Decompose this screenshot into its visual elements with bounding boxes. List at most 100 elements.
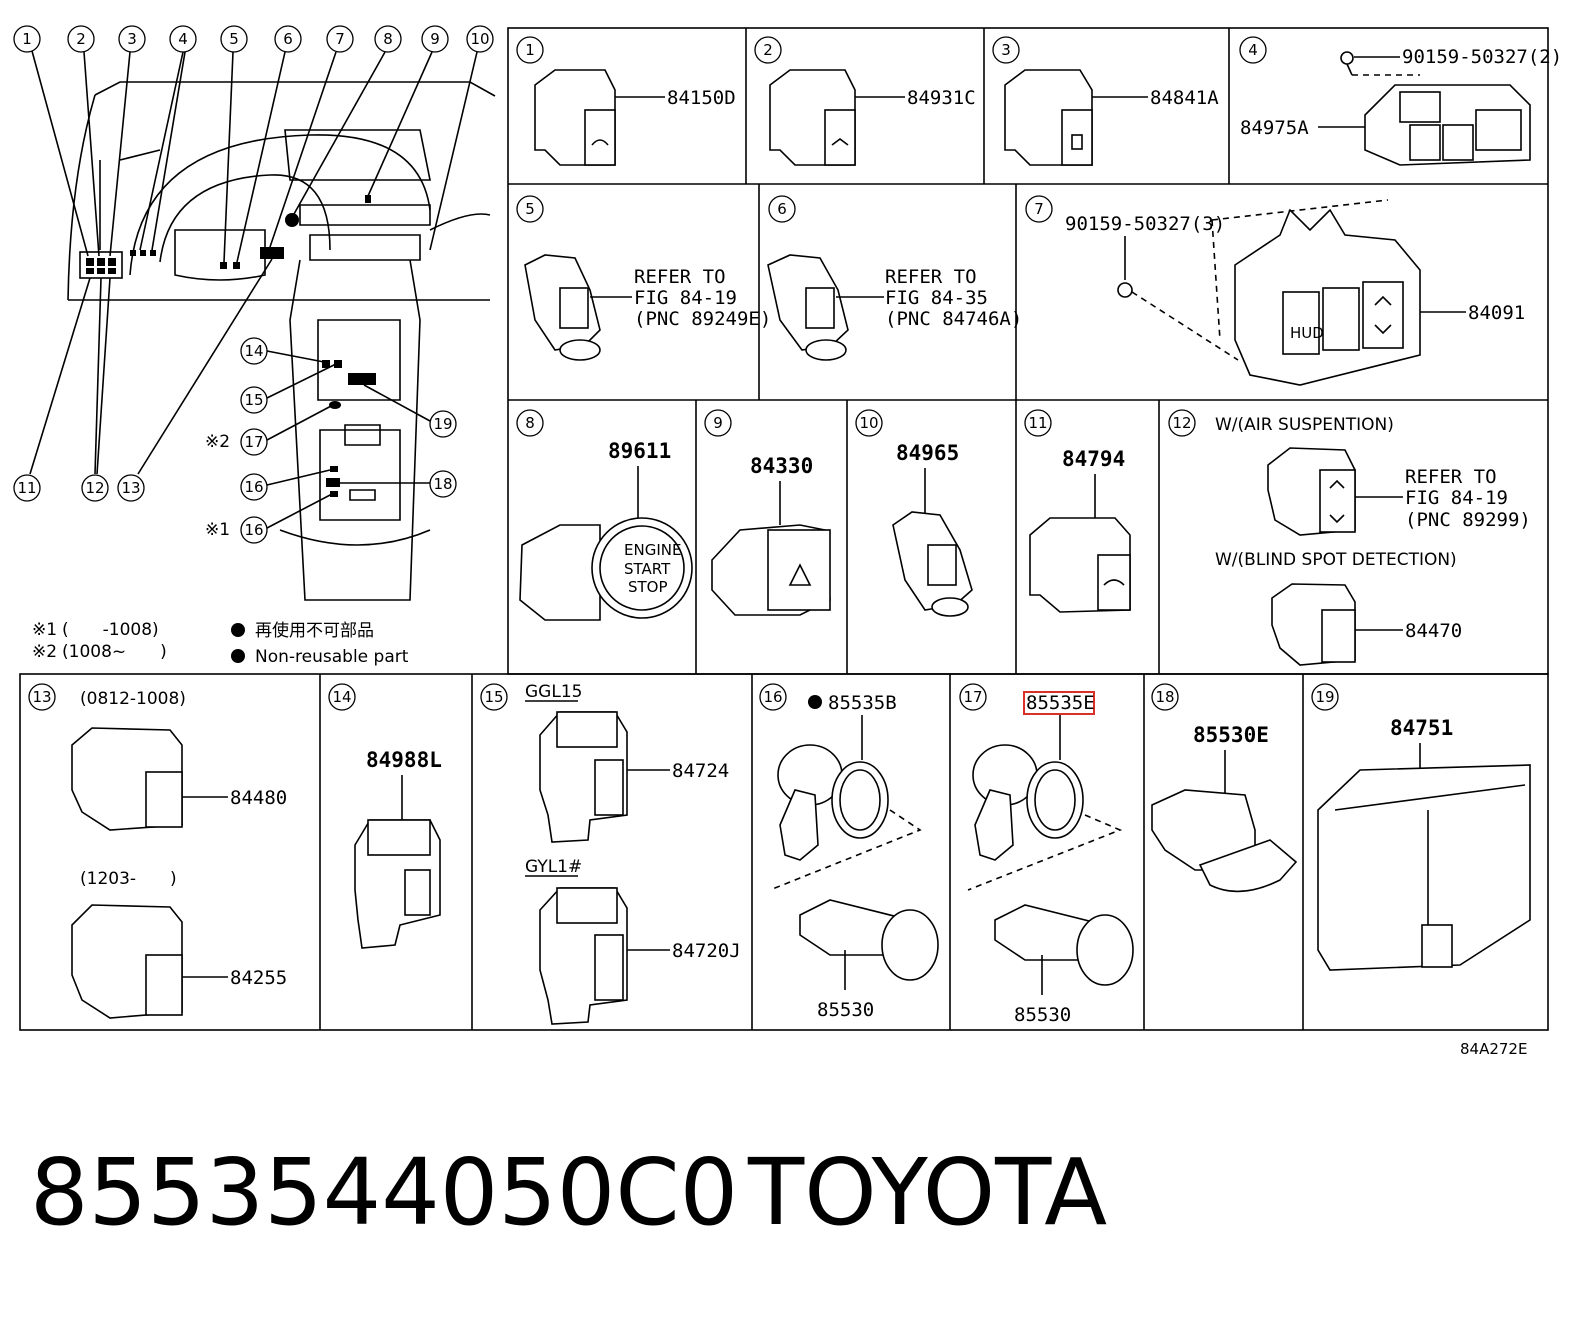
- callout-11-label: 11: [17, 479, 36, 497]
- callout-3-label: 3: [127, 30, 137, 48]
- callout-16b[interactable]: [240, 516, 268, 544]
- callout-10[interactable]: [466, 25, 494, 53]
- legend-jp: 再使用不可部品: [255, 620, 374, 641]
- cell-10[interactable]: 10 84965: [855, 409, 973, 617]
- caption: 8553544050C0 TOYOTA: [30, 1139, 1107, 1246]
- note2-text: (1008~ ): [62, 642, 167, 662]
- dashboard-drawing: [67, 81, 496, 601]
- start-stop-button-drawing: [591, 517, 693, 619]
- bolt-90159-50327-2[interactable]: 90159-50327(2): [1402, 46, 1562, 68]
- cell-11[interactable]: 11 84794: [1024, 409, 1131, 613]
- callout-9[interactable]: [421, 25, 449, 53]
- part-84150D[interactable]: 84150D: [667, 87, 736, 109]
- callout-16b-label: 16: [244, 521, 263, 539]
- callout-11[interactable]: [13, 474, 41, 502]
- part-84841A[interactable]: 84841A: [1150, 87, 1219, 109]
- cell-15[interactable]: 15 GGL15 84724 GYL1# 84720J: [480, 682, 741, 1025]
- callout-8[interactable]: [374, 25, 402, 53]
- callout-7[interactable]: [326, 25, 354, 53]
- cell-7[interactable]: 7 90159-50327(3) HUD 84091: [1025, 195, 1525, 386]
- part-84965[interactable]: 84965: [896, 441, 959, 465]
- callout-2[interactable]: [67, 25, 95, 53]
- part-84470[interactable]: 84470: [1405, 620, 1462, 642]
- part-84480[interactable]: 84480: [230, 787, 287, 809]
- part-84988L[interactable]: 84988L: [366, 748, 442, 772]
- cell-9[interactable]: 9 84330: [704, 409, 831, 616]
- cell-6[interactable]: 6 REFER TO FIG 84-35 (PNC 84746A): [767, 195, 1022, 361]
- cell-3[interactable]: 3 84841A: [992, 36, 1219, 166]
- callout-5[interactable]: [220, 25, 248, 53]
- callout-6[interactable]: [274, 25, 302, 53]
- overview-top-callouts: 1 2 3 4 5 6 7 8 9 10: [13, 25, 494, 53]
- callout-3[interactable]: [118, 25, 146, 53]
- hud-button-label: HUD: [1290, 324, 1324, 342]
- callout-19-label: 19: [433, 415, 452, 433]
- part-84255[interactable]: 84255: [230, 967, 287, 989]
- legend-en: Non-reusable part: [255, 647, 409, 667]
- part-84794[interactable]: 84794: [1062, 447, 1125, 471]
- cell-4[interactable]: 4 90159-50327(2) 84975A: [1239, 36, 1562, 166]
- cell-16[interactable]: 16 85535B 85530: [759, 683, 939, 1021]
- bolt-icon: [1340, 51, 1354, 65]
- part-84931C[interactable]: 84931C: [907, 87, 976, 109]
- callout-18[interactable]: [429, 470, 457, 498]
- part-84751[interactable]: 84751: [1390, 716, 1453, 740]
- figure-code: 84A272E: [1460, 1040, 1527, 1058]
- cell-2[interactable]: 2 84931C: [754, 36, 976, 166]
- callout-1[interactable]: [13, 25, 41, 53]
- cell-12[interactable]: 12 W/(AIR SUSPENTION) REFER TO FIG 84-19…: [1168, 409, 1531, 666]
- cell-8-number: [516, 409, 544, 437]
- callout-17[interactable]: [240, 428, 268, 456]
- cell-1[interactable]: 1 84150D: [516, 36, 736, 166]
- overview-leaders: [31, 50, 478, 263]
- part-85535E[interactable]: 85535E: [1026, 692, 1095, 714]
- note2-mark-overview: ※2: [205, 432, 230, 452]
- callout-16a[interactable]: [240, 473, 268, 501]
- callout-16a-label: 16: [244, 478, 263, 496]
- non-reusable-dot-icon: [808, 695, 822, 709]
- cell-10-number: [855, 409, 883, 437]
- cell-19[interactable]: 19 84751: [1311, 683, 1531, 971]
- cell-18[interactable]: 18 85530E: [1151, 683, 1298, 893]
- cell-12-ref-line2[interactable]: FIG 84-19: [1405, 487, 1508, 509]
- cell-5-ref-line2[interactable]: FIG 84-19: [634, 287, 737, 309]
- callout-19[interactable]: [429, 410, 457, 438]
- part-85530-b[interactable]: 85530: [1014, 1004, 1071, 1026]
- cell-7-number-label: 7: [1034, 200, 1044, 218]
- cell-1-number: [516, 36, 544, 64]
- note1-text: ( -1008): [62, 620, 159, 640]
- cell-3-number: [992, 36, 1020, 64]
- cell-17[interactable]: 17 85535E 85530: [959, 683, 1134, 1026]
- cell-8[interactable]: 8 89611 ENGINE START STOP: [516, 409, 693, 621]
- cell-5[interactable]: 5 REFER TO FIG 84-19 (PNC 89249E): [516, 195, 771, 361]
- part-84975A[interactable]: 84975A: [1240, 117, 1309, 139]
- cell-5-number-label: 5: [525, 200, 535, 218]
- cell-14[interactable]: 14 84988L: [328, 683, 442, 949]
- highlight-box: [1023, 691, 1095, 715]
- cell-15-model1: GGL15: [525, 682, 582, 702]
- part-85530E[interactable]: 85530E: [1193, 723, 1269, 747]
- bolt-90159-50327-3[interactable]: 90159-50327(3): [1065, 213, 1225, 235]
- cell-13[interactable]: 13 (0812-1008) 84480 (1203- ) 84255: [28, 683, 287, 1019]
- part-84724[interactable]: 84724: [672, 760, 729, 782]
- callout-18-label: 18: [433, 475, 452, 493]
- cell-13-range1: (0812-1008): [80, 689, 186, 709]
- stop-label: STOP: [628, 578, 668, 596]
- note2-mark: ※2: [32, 642, 57, 662]
- part-84330[interactable]: 84330: [750, 454, 813, 478]
- cell-6-ref-line2[interactable]: FIG 84-35: [885, 287, 988, 309]
- callout-15[interactable]: [240, 386, 268, 414]
- callout-12[interactable]: [81, 474, 109, 502]
- callout-13[interactable]: [117, 474, 145, 502]
- caption-part-number[interactable]: 8553544050C0: [30, 1139, 738, 1246]
- part-84720J[interactable]: 84720J: [672, 940, 741, 962]
- part-85530-a[interactable]: 85530: [817, 999, 874, 1021]
- part-84091[interactable]: 84091: [1468, 302, 1525, 324]
- callout-15-label: 15: [244, 391, 263, 409]
- callout-17-label: 17: [244, 433, 263, 451]
- cell-6-number-label: 6: [777, 200, 787, 218]
- part-89611[interactable]: 89611: [608, 439, 671, 463]
- callout-1-label: 1: [22, 30, 32, 48]
- caption-brand: TOYOTA: [747, 1139, 1107, 1246]
- part-85535B[interactable]: 85535B: [828, 692, 897, 714]
